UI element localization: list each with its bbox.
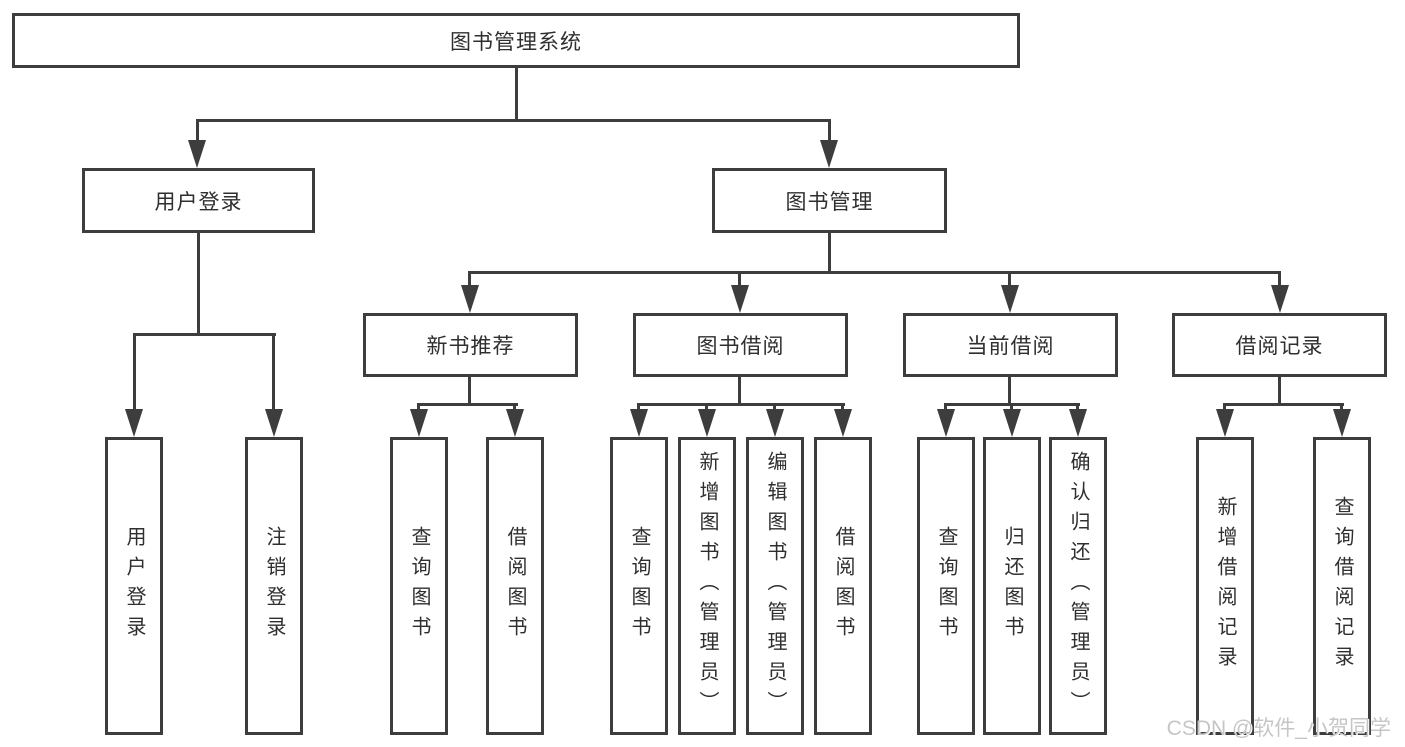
connector-drop [705, 403, 708, 412]
node-user-login: 用户登录 [82, 168, 315, 233]
connector-drop-user-login [196, 119, 199, 143]
connector-borrowing-records-branch [1223, 403, 1344, 406]
connector-book-management-stem [828, 233, 831, 274]
leaf-add-books-admin: 新增图书（管理员） [678, 437, 736, 735]
arrowhead-down-icon [766, 409, 784, 437]
leaf-query-books: 查询图书 [917, 437, 975, 735]
arrowhead-down-icon [1069, 409, 1087, 437]
leaf-logout: 注销登录 [245, 437, 303, 735]
arrowhead-down-icon [698, 409, 716, 437]
connector-drop-borrowing-records [1278, 271, 1281, 288]
leaf-confirm-return-admin: 确认归还（管理员） [1049, 437, 1107, 735]
leaf-edit-books-admin: 编辑图书（管理员） [746, 437, 804, 735]
connector-borrowing-records-stem [1278, 377, 1281, 406]
arrowhead-down-icon [1271, 285, 1289, 313]
arrowhead-down-icon [265, 409, 283, 437]
leaf-return-books: 归还图书 [983, 437, 1041, 735]
connector-drop [513, 403, 516, 412]
connector-drop [841, 403, 844, 412]
connector-drop-new-book-recommendation [468, 271, 471, 288]
connector-new-book-branch [417, 403, 518, 406]
arrowhead-down-icon [461, 285, 479, 313]
node-book-management: 图书管理 [712, 168, 947, 233]
connector-drop [637, 403, 640, 412]
node-new-book-recommendation: 新书推荐 [363, 313, 578, 377]
leaf-add-borrow-record: 新增借阅记录 [1196, 437, 1254, 735]
arrowhead-down-icon [1001, 285, 1019, 313]
connector-user-login-branch [133, 333, 276, 336]
leaf-query-borrow-record: 查询借阅记录 [1313, 437, 1371, 735]
connector-drop [944, 403, 947, 412]
connector-drop-book-borrowing [738, 271, 741, 288]
connector-user-login-stem [197, 233, 200, 336]
connector-drop [1010, 403, 1013, 412]
arrowhead-down-icon [410, 409, 428, 437]
arrowhead-down-icon [506, 409, 524, 437]
connector-book-borrowing-stem [738, 377, 741, 406]
node-library-management-system: 图书管理系统 [12, 13, 1020, 68]
arrowhead-down-icon [188, 140, 206, 168]
arrowhead-down-icon [820, 140, 838, 168]
arrowhead-down-icon [937, 409, 955, 437]
csdn-watermark: CSDN @软件_小贺同学 [1166, 717, 1391, 740]
node-borrowing-records: 借阅记录 [1172, 313, 1387, 377]
node-current-borrowing: 当前借阅 [903, 313, 1118, 377]
connector-drop-leaf-user-login [133, 333, 136, 412]
connector-book-borrowing-branch [637, 403, 845, 406]
leaf-user-login: 用户登录 [105, 437, 163, 735]
leaf-borrow-books: 借阅图书 [814, 437, 872, 735]
connector-drop [773, 403, 776, 412]
arrowhead-down-icon [1333, 409, 1351, 437]
connector-drop [1340, 403, 1343, 412]
arrowhead-down-icon [1216, 409, 1234, 437]
connector-current-borrowing-stem [1008, 377, 1011, 406]
connector-drop [1076, 403, 1079, 412]
leaf-query-books: 查询图书 [610, 437, 668, 735]
connector-drop [1223, 403, 1226, 412]
connector-level2-branch [196, 119, 831, 122]
leaf-query-books: 查询图书 [390, 437, 448, 735]
node-book-borrowing: 图书借阅 [633, 313, 848, 377]
arrowhead-down-icon [125, 409, 143, 437]
connector-drop-book-management [828, 119, 831, 143]
connector-drop-leaf-logout [272, 333, 275, 412]
connector-drop-current-borrowing [1008, 271, 1011, 288]
connector-root-stem [515, 68, 518, 122]
connector-drop [417, 403, 420, 412]
arrowhead-down-icon [1003, 409, 1021, 437]
arrowhead-down-icon [630, 409, 648, 437]
connector-level3-branch [468, 271, 1281, 274]
connector-new-book-stem [468, 377, 471, 406]
leaf-borrow-books: 借阅图书 [486, 437, 544, 735]
arrowhead-down-icon [834, 409, 852, 437]
arrowhead-down-icon [731, 285, 749, 313]
